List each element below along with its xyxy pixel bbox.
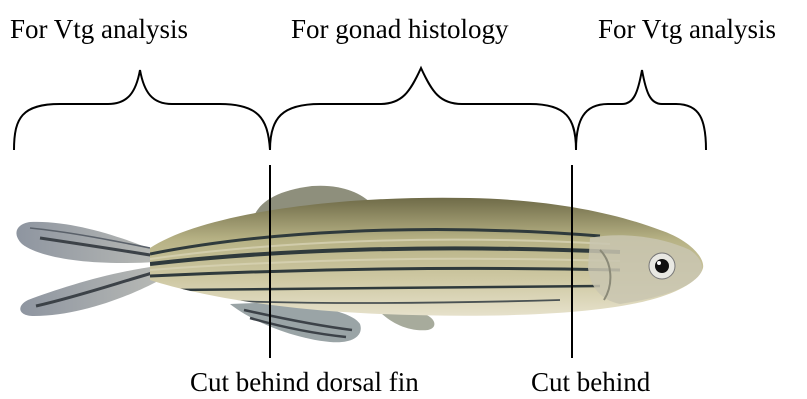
label-vtg-analysis-tail: For Vtg analysis [10, 16, 188, 43]
brace-left [14, 70, 270, 150]
label-gonad-histology: For gonad histology [291, 16, 509, 43]
tail-fin-upper [16, 222, 158, 263]
label-vtg-analysis-head: For Vtg analysis [598, 16, 776, 43]
brace-right [576, 70, 706, 150]
brace-middle [270, 68, 576, 150]
label-cut-behind: Cut behind [531, 369, 650, 396]
fish-eye [649, 253, 675, 279]
label-cut-behind-dorsal-fin: Cut behind dorsal fin [190, 369, 419, 396]
zebrafish [16, 186, 703, 343]
